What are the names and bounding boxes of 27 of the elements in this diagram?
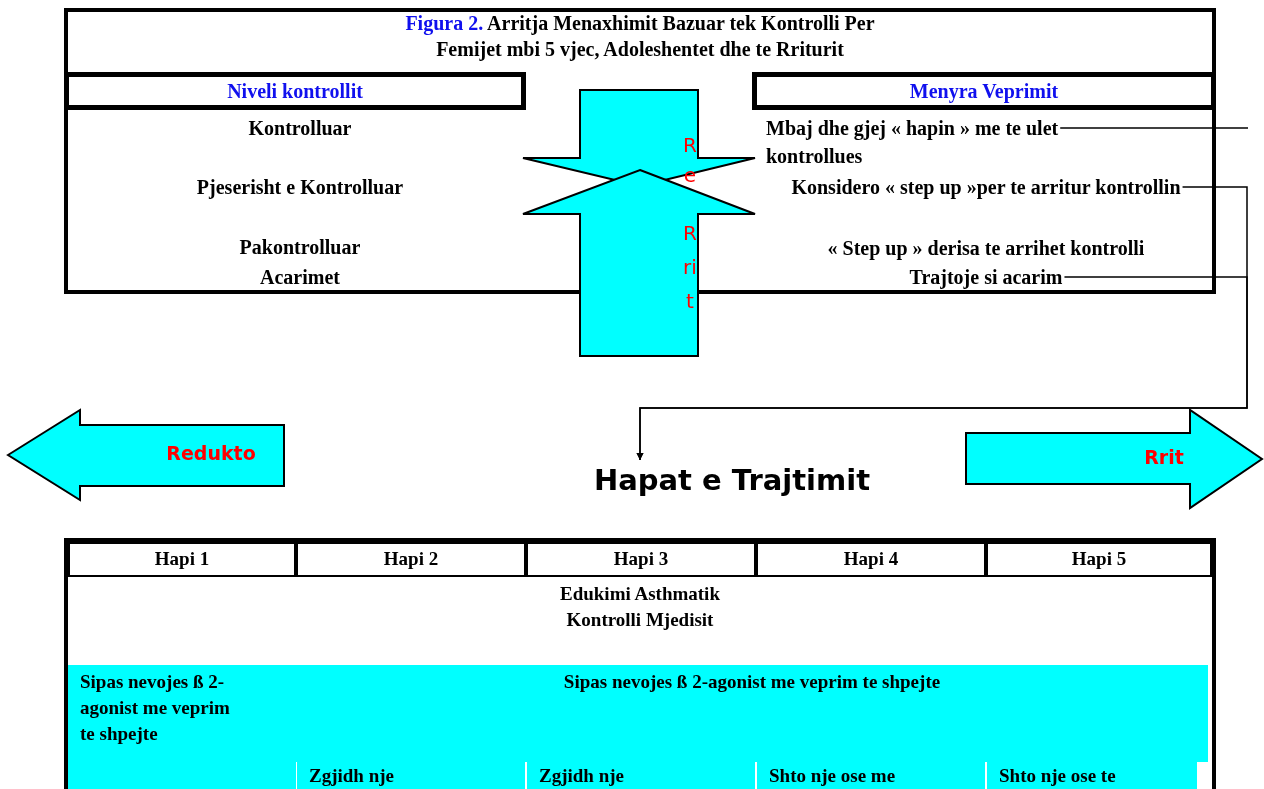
header-cell: Hapi 1 bbox=[68, 542, 296, 577]
action-text: Trajtoje si acarim bbox=[909, 263, 1063, 291]
table-cell: Zgjidh nje bbox=[527, 762, 755, 789]
level-text: Pjeserisht e Kontrolluar bbox=[196, 173, 404, 201]
connector-arrow bbox=[636, 276, 1248, 461]
table-cell: Shto nje ose me bbox=[757, 762, 985, 789]
figure-title: Figura 2. Arritja Menaxhimit Bazuar tek Kontrolli Per Femijet mbi 5 vjec, Adoleshentet dhe te Rriturit bbox=[404, 11, 876, 63]
header-cell: Hapi 3 bbox=[526, 542, 756, 577]
left-arrow: Redukto bbox=[6, 408, 286, 502]
level-text: Kontrolluar bbox=[248, 114, 352, 142]
action-text: Konsidero « step up »per te arritur kontrollin bbox=[791, 173, 1181, 201]
table-cell: Sipas nevojes ß 2-agonist me veprim te shpejte bbox=[296, 665, 1208, 762]
heading-text: Hapat e Trajtimit bbox=[586, 460, 878, 500]
cell-text: Kontrolli Mjedisit bbox=[566, 608, 714, 632]
table-cell: Zgjidh nje bbox=[297, 762, 525, 789]
cell-text: Edukimi Asthmatik bbox=[560, 582, 720, 606]
table-cell: Shto nje ose te bbox=[987, 762, 1197, 789]
connector-line bbox=[1059, 127, 1249, 129]
header-cell: Hapi 5 bbox=[986, 542, 1212, 577]
level-text: Pakontrolluar bbox=[239, 233, 361, 261]
table-cell: Sipas nevojes ß 2-agonist me veprim te shpejte bbox=[68, 665, 296, 762]
level-text: Acarimet bbox=[260, 263, 340, 291]
header-cell: Hapi 4 bbox=[756, 542, 986, 577]
right-arrow: Rrit bbox=[964, 408, 1264, 510]
action-text: Mbaj dhe gjej « hapin » me te ulet kontrollues bbox=[766, 114, 1146, 170]
action-text: « Step up » derisa te arrihet kontrolli bbox=[827, 234, 1145, 262]
header-cell: Hapi 2 bbox=[296, 542, 526, 577]
